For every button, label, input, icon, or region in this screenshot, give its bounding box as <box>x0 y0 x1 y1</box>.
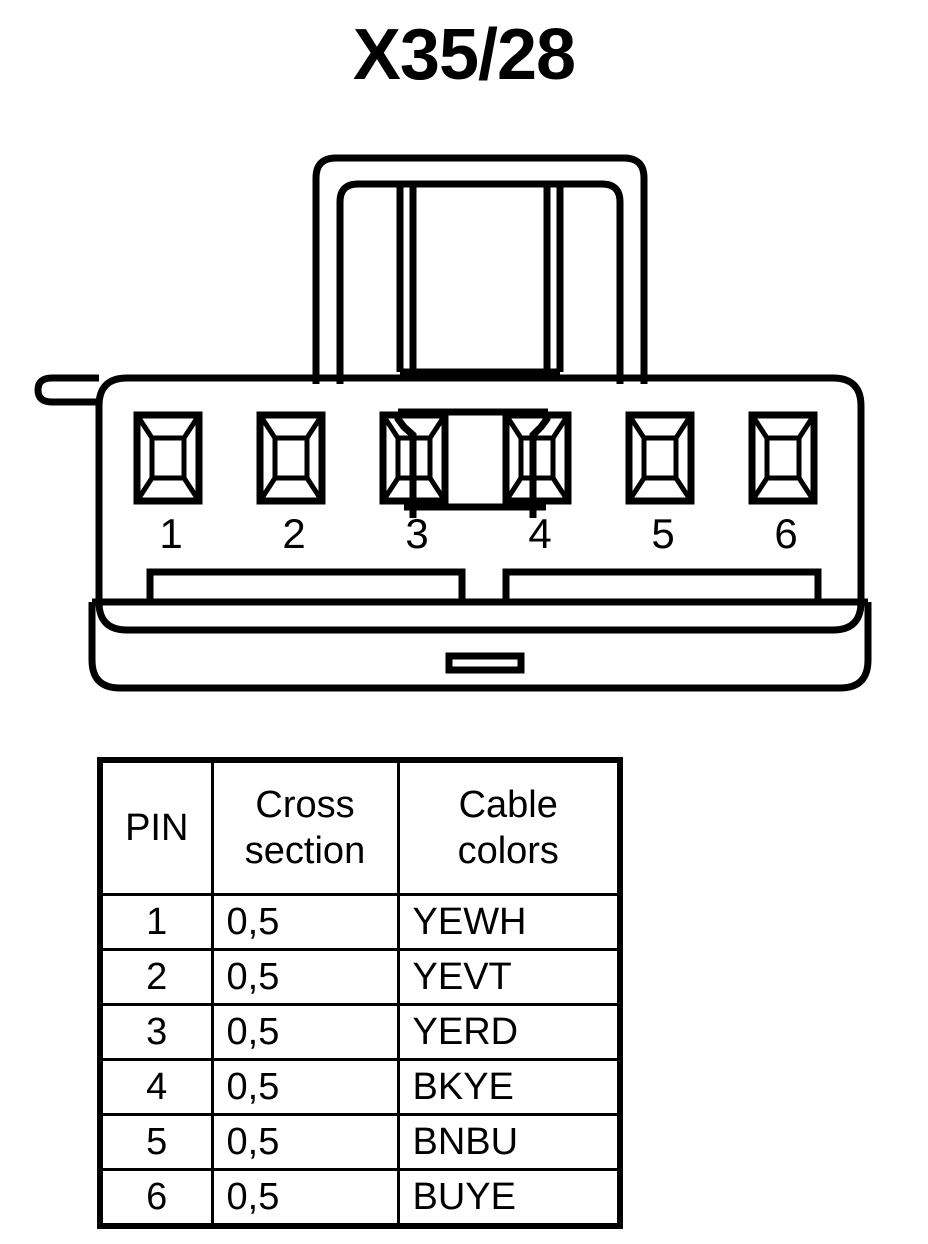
pin-cavity-1 <box>133 411 203 505</box>
cell-cross-section: 0,5 <box>210 1113 400 1171</box>
latch-inner-shell <box>336 180 624 384</box>
cell-cross-section: 0,5 <box>210 948 400 1006</box>
pin-label-2: 2 <box>282 510 305 557</box>
latch-outer-shell <box>312 154 648 384</box>
connector-main-body <box>95 374 865 634</box>
cell-pin: 3 <box>98 1003 214 1061</box>
cell-cable-colors: YEVT <box>396 948 622 1006</box>
connector-diagram: 1 2 3 4 5 6 <box>0 140 928 720</box>
pin-label-4: 4 <box>528 510 551 557</box>
table-row: 6 0,5 BUYE <box>98 1168 622 1228</box>
cell-pin: 4 <box>98 1058 214 1116</box>
pin-label-3: 3 <box>405 510 428 557</box>
pin-label-1: 1 <box>159 510 182 557</box>
table-row: 2 0,5 YEVT <box>98 948 622 1006</box>
pin-label-5: 5 <box>651 510 674 557</box>
skirt-center-notch <box>445 652 525 674</box>
connector-left-tab <box>34 374 99 406</box>
table-row: 5 0,5 BNBU <box>98 1113 622 1171</box>
cell-cross-section: 0,5 <box>210 1168 400 1228</box>
cell-pin: 1 <box>98 893 214 951</box>
pin-cavity-6 <box>748 411 818 505</box>
cell-cable-colors: YERD <box>396 1003 622 1061</box>
pin-cavity-5 <box>625 411 695 505</box>
pin-label-6: 6 <box>774 510 797 557</box>
cell-cable-colors: BNBU <box>396 1113 622 1171</box>
table-row: 4 0,5 BKYE <box>98 1058 622 1116</box>
connector-slot-right <box>502 568 822 606</box>
connector-lower-skirt <box>88 602 872 692</box>
cell-cross-section: 0,5 <box>210 1058 400 1116</box>
header-cable-colors: Cable colors <box>396 758 622 896</box>
header-pin: PIN <box>98 758 214 896</box>
pin-cavity-2 <box>256 411 326 505</box>
table-row: 1 0,5 YEWH <box>98 893 622 951</box>
table-header-row: PIN Cross section Cable colors <box>98 758 622 896</box>
table-row: 3 0,5 YERD <box>98 1003 622 1061</box>
cell-cross-section: 0,5 <box>210 1003 400 1061</box>
page-title: X35/28 <box>352 15 576 95</box>
pin-cavity-4 <box>502 411 572 505</box>
pin-assignment-table: PIN Cross section Cable colors 1 0,5 YEW… <box>97 757 623 1229</box>
cell-pin: 6 <box>98 1168 214 1228</box>
cell-cross-section: 0,5 <box>210 893 400 951</box>
header-cross-section: Cross section <box>210 758 400 896</box>
cell-pin: 5 <box>98 1113 214 1171</box>
cell-cable-colors: BKYE <box>396 1058 622 1116</box>
pin-cavity-3 <box>379 411 449 505</box>
cell-cable-colors: YEWH <box>396 893 622 951</box>
cell-cable-colors: BUYE <box>396 1168 622 1228</box>
connector-slot-left <box>146 568 466 606</box>
cell-pin: 2 <box>98 948 214 1006</box>
